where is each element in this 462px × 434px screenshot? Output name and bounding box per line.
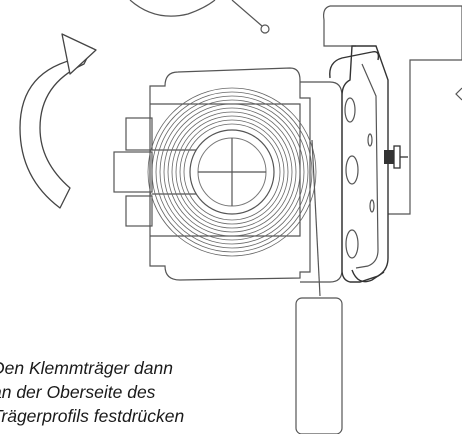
mount-plate — [330, 5, 462, 215]
curved-arrow-icon — [19, 47, 93, 209]
spool-rings — [147, 87, 317, 257]
clip-bottom — [125, 195, 153, 227]
curved-arrow-head — [61, 33, 97, 75]
clamp-carrier-inner — [355, 63, 379, 269]
carrier-slot-small-1 — [367, 133, 373, 147]
clamp-hook-top — [329, 50, 380, 79]
thread-line — [311, 139, 321, 297]
pointer-line — [231, 0, 263, 27]
connector-body — [300, 81, 343, 283]
carrier-slot-2 — [345, 155, 359, 185]
hoop-outer-frame — [149, 67, 311, 281]
carrier-slot-3 — [345, 229, 359, 259]
caption-line-2: an der Oberseite des — [0, 382, 156, 402]
carrier-slot-small-2 — [369, 199, 375, 213]
caption-line-1: Den Klemmträger dann — [0, 358, 173, 378]
clip-middle — [113, 151, 153, 193]
instruction-caption: Den Klemmträger dann an der Oberseite de… — [0, 356, 184, 428]
direction-arrow-icon — [455, 87, 462, 101]
clamp-carrier — [341, 45, 389, 283]
clamp-screw — [384, 145, 408, 169]
clip-top — [125, 117, 153, 151]
clamp-hook-bottom — [351, 269, 385, 283]
mount-plate-edge — [323, 5, 356, 47]
pointer-dot — [260, 24, 270, 34]
hanging-foot — [295, 297, 343, 434]
top-ring-fragment — [129, 0, 216, 17]
caption-line-3: Trägerprofils festdrücken — [0, 406, 185, 426]
carrier-slot-1 — [344, 97, 356, 123]
